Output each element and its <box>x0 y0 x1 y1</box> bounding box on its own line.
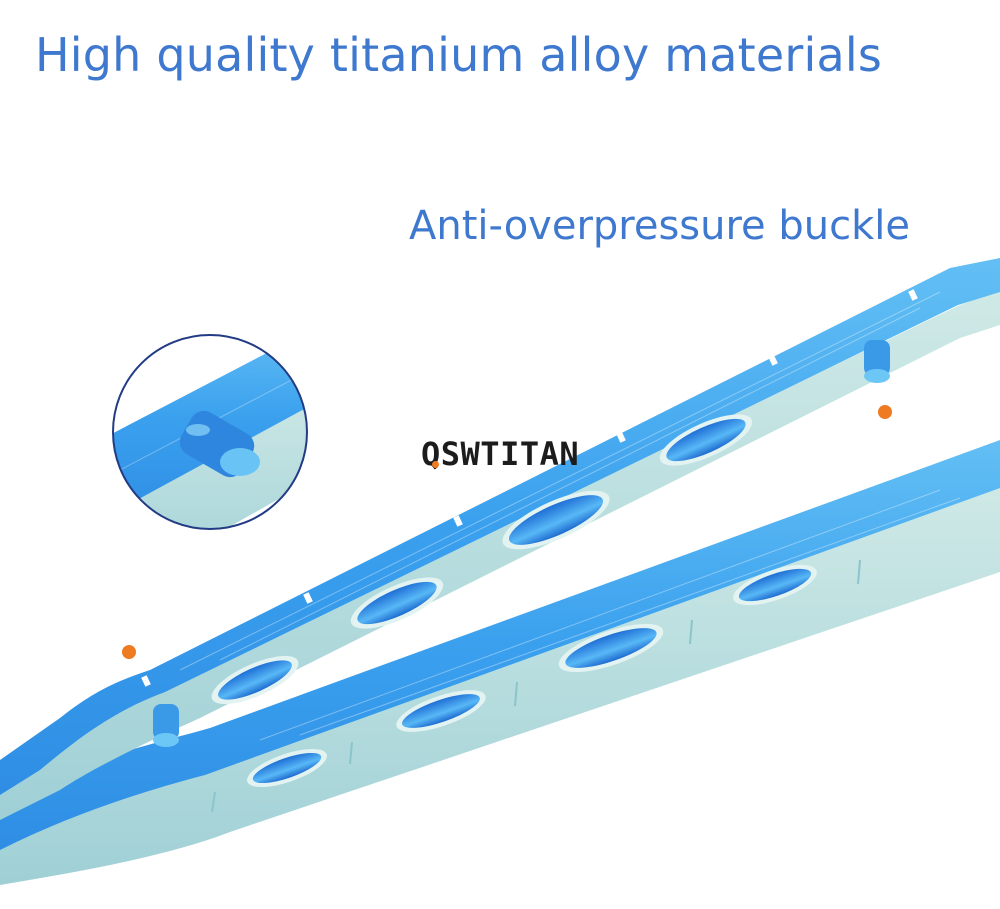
hole-icon <box>558 623 664 673</box>
brand-name: SWTITAN <box>440 435 580 473</box>
hole-icon <box>502 490 610 550</box>
hole-icon <box>733 564 817 606</box>
hole-icon <box>396 690 486 732</box>
brand-logo: QSWTITAN <box>421 435 579 473</box>
lower-arm <box>0 440 1000 885</box>
upper-arm-holes <box>211 414 753 705</box>
zoom-callout <box>112 334 308 530</box>
hole-icon <box>211 655 299 705</box>
feature-label: Anti-overpressure buckle <box>409 203 910 249</box>
hole-icon <box>247 748 327 788</box>
hole-icon <box>659 414 753 466</box>
buckle-pin-icon <box>864 340 890 383</box>
brand-lead-letter: Q <box>421 435 441 473</box>
lower-arm-holes <box>247 564 817 788</box>
marker-dot-icon <box>878 405 892 419</box>
buckle-pin-icon <box>153 704 179 747</box>
marker-dot-icon <box>122 645 136 659</box>
headline: High quality titanium alloy materials <box>35 28 882 82</box>
hole-icon <box>350 577 444 629</box>
upper-arm <box>0 258 1000 820</box>
